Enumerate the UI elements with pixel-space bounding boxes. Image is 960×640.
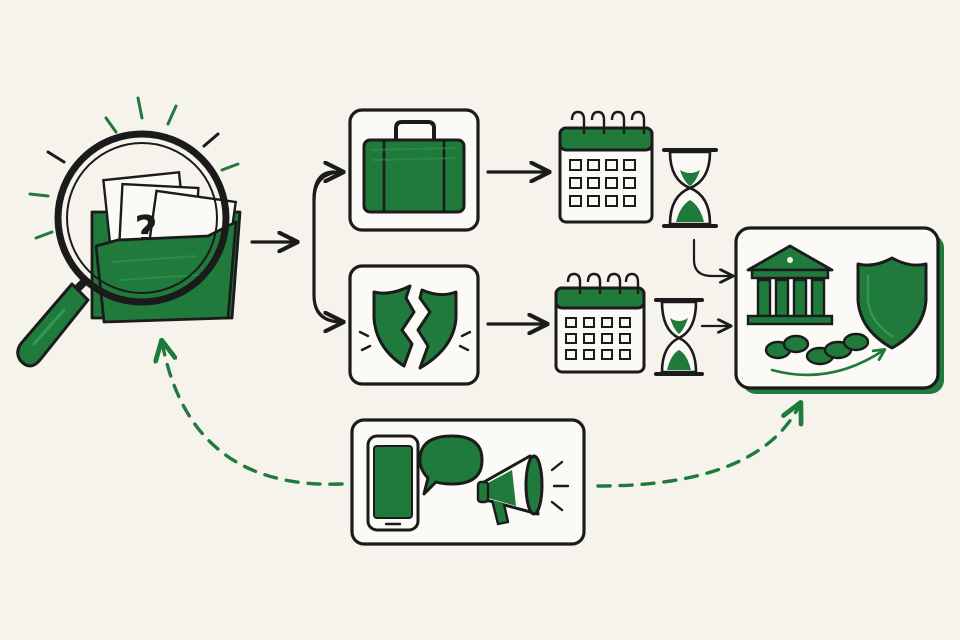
hourglass-icon <box>654 298 704 376</box>
calendar-icon <box>558 110 654 224</box>
business-node <box>348 108 480 232</box>
deadline-top-node <box>558 110 718 228</box>
megaphone-icon <box>476 454 570 526</box>
folder-front <box>94 220 238 324</box>
magnifier-icon <box>16 130 230 368</box>
arrow-fork-top <box>312 172 342 202</box>
deadline-bottom-node <box>554 272 704 376</box>
breach-node <box>348 264 480 386</box>
arrow-deadline-top-to-outcome <box>692 238 732 276</box>
connectors <box>162 170 800 488</box>
dashed-arrow-to-investigation <box>162 342 344 486</box>
dashed-arrow-to-outcome <box>596 404 800 488</box>
communication-node <box>350 418 586 546</box>
arrow-fork-to-business <box>312 170 342 322</box>
shield-icon <box>856 256 928 350</box>
sparkle-rays <box>28 96 240 240</box>
calendar-icon <box>554 272 646 374</box>
briefcase-icon <box>362 120 466 214</box>
outcome-node <box>734 226 944 394</box>
coins-icon <box>764 332 884 377</box>
broken-shield-icon <box>358 284 472 370</box>
bank-icon <box>746 244 834 326</box>
smartphone-icon <box>366 434 420 532</box>
speech-bubble-icon <box>418 434 484 496</box>
hourglass-icon <box>662 148 718 228</box>
investigation-node: ? <box>16 96 242 368</box>
